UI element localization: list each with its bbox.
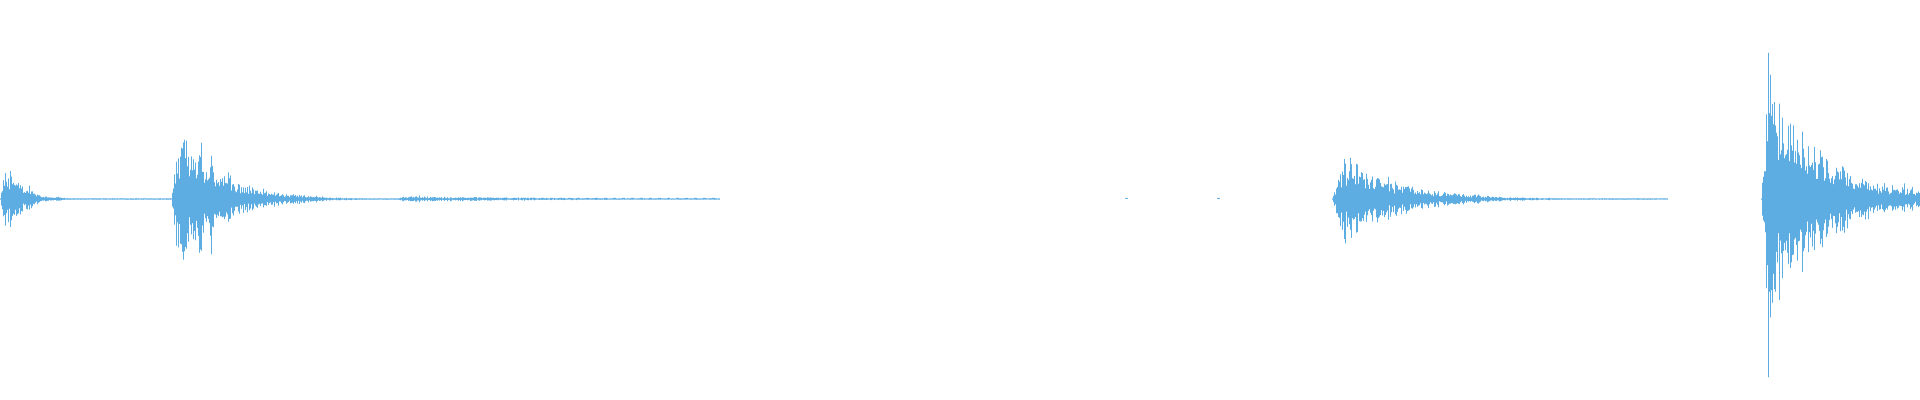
waveform-segment-burst-2 [171, 139, 394, 260]
waveform-segment-burst-1 [0, 171, 171, 227]
waveform-segment-tail-1 [394, 195, 720, 203]
waveform-segment-burst-3 [1332, 157, 1668, 244]
waveform-segment-burst-4 [1761, 52, 1920, 378]
